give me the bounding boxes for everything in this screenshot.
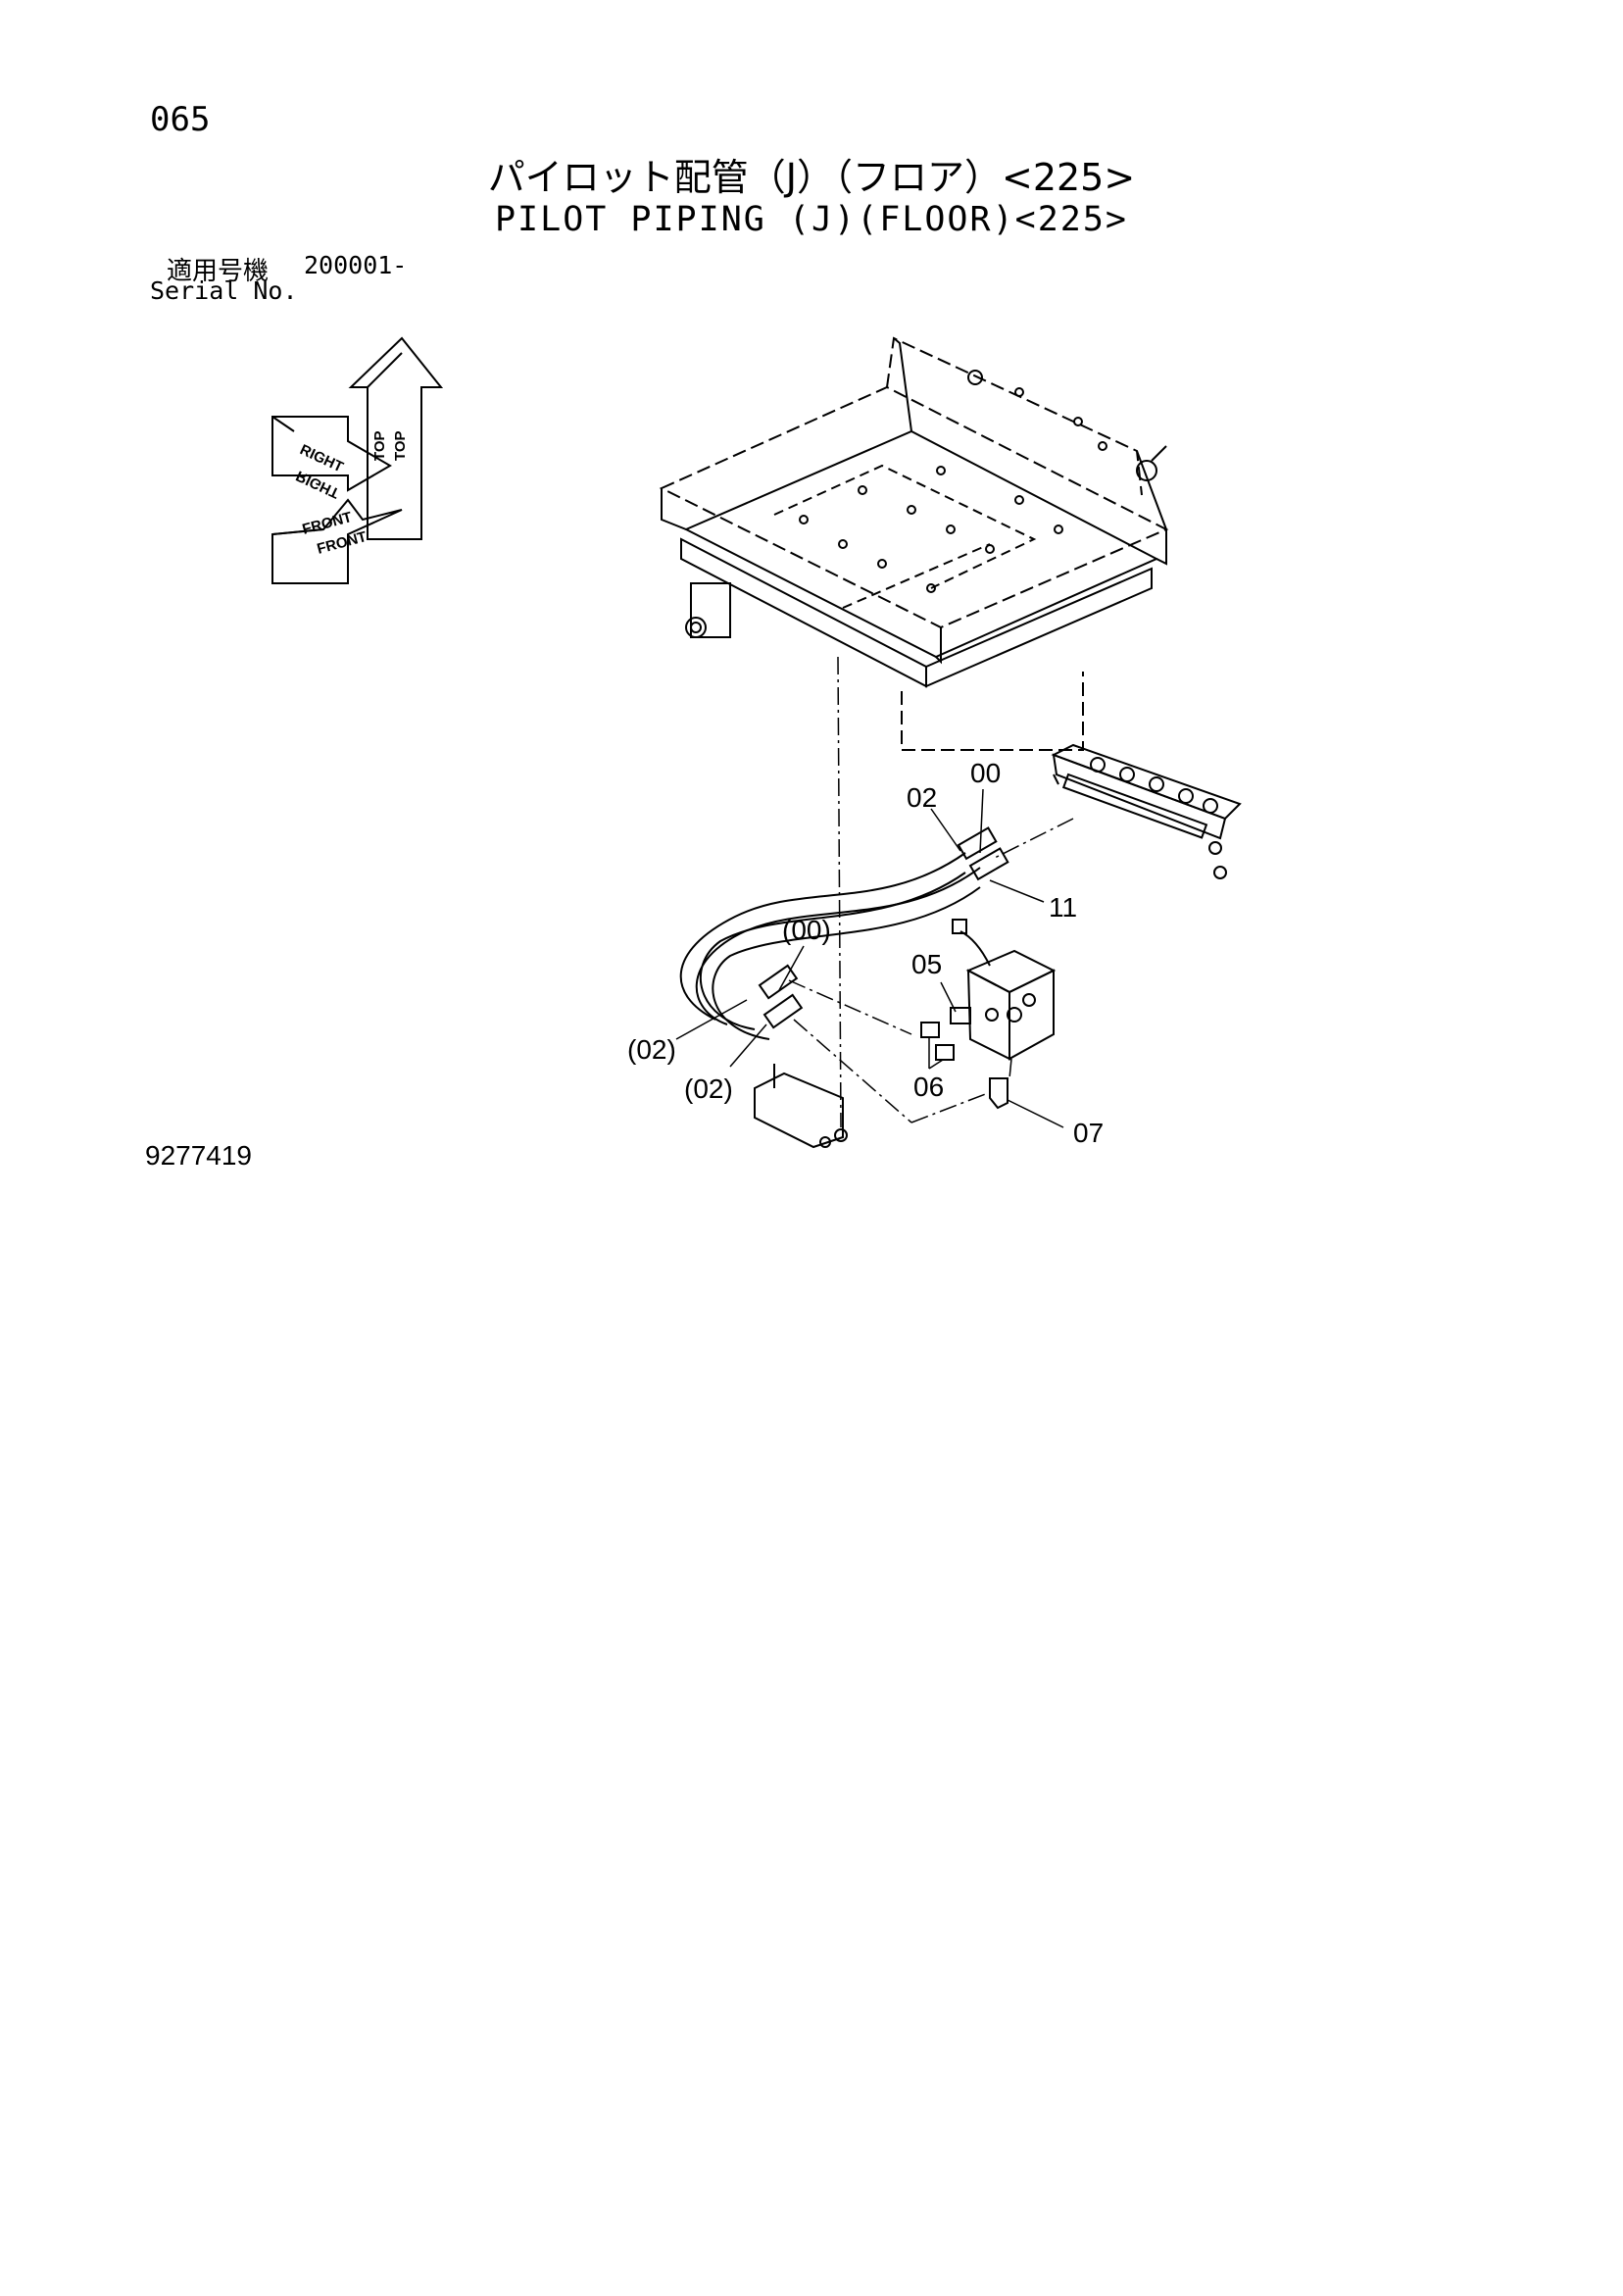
title-japanese: パイロット配管（J）（フロア）<225> (487, 156, 1136, 199)
orientation-label-top: TOP (392, 430, 409, 461)
callout-07: 07 (1073, 1118, 1104, 1148)
serial-label-english: Serial No. (150, 276, 298, 305)
serial-label-japanese: 適用号機 (167, 257, 270, 286)
page-number: 065 (150, 100, 211, 139)
callout-02-paren: (02) (684, 1073, 733, 1104)
callout-05: 05 (911, 949, 942, 979)
callout-00: 00 (970, 758, 1001, 788)
orientation-arrows (271, 336, 444, 584)
callout-06: 06 (913, 1072, 944, 1102)
hose-assembly (679, 826, 1009, 1040)
callout-11: 11 (1049, 892, 1077, 923)
reference-lines (788, 656, 1074, 1128)
control-valve (1051, 743, 1242, 879)
solenoid-valve (920, 919, 1057, 1110)
callout-00-paren: (00) (782, 915, 831, 945)
orientation-label-top: TOP (371, 430, 388, 461)
drawing-number: 9277419 (145, 1140, 253, 1171)
floor-frame (659, 336, 1169, 751)
leader-lines (675, 788, 1064, 1128)
callout-02: 02 (907, 782, 937, 813)
bracket (754, 1064, 848, 1149)
serial-value: 200001- (304, 251, 408, 279)
title-english: PILOT PIPING (J)(FLOOR)<225> (494, 200, 1128, 239)
callout-02-paren: (02) (627, 1034, 676, 1065)
